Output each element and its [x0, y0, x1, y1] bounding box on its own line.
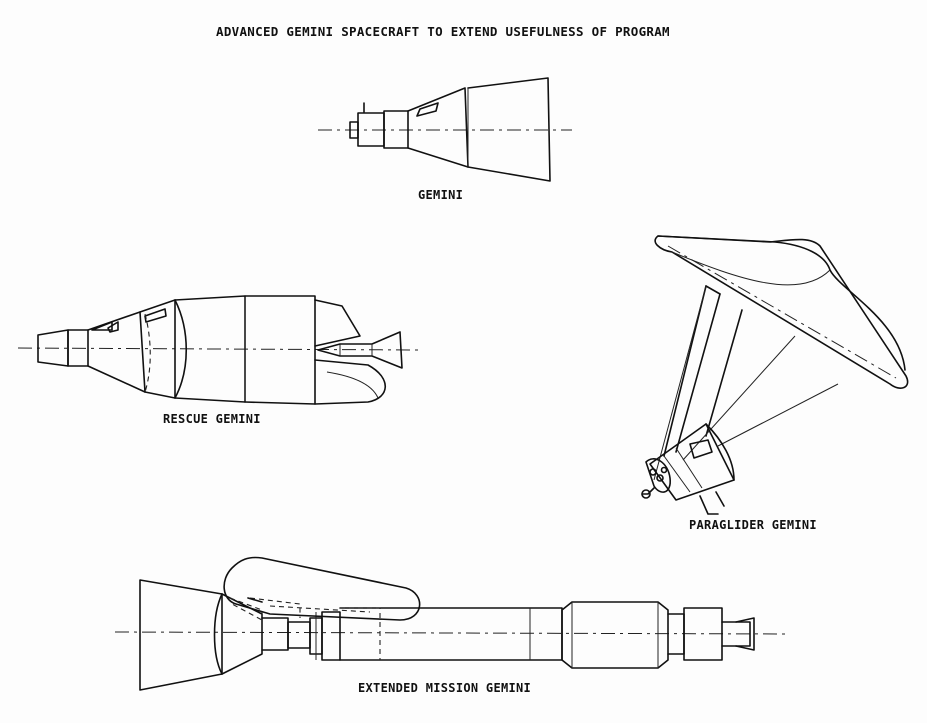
rescue-gemini-drawing: [17, 295, 421, 405]
paraglider-gemini-drawing: [641, 235, 909, 515]
rescue-gemini-label: RESCUE GEMINI: [163, 412, 261, 426]
paraglider-gemini-label: PARAGLIDER GEMINI: [689, 518, 817, 532]
gemini-label: GEMINI: [418, 188, 464, 202]
page-title: ADVANCED GEMINI SPACECRAFT TO EXTEND USE…: [216, 24, 670, 39]
extended-mission-gemini-label: EXTENDED MISSION GEMINI: [358, 681, 532, 695]
extended-mission-gemini-drawing: [114, 556, 791, 691]
gemini-drawing: [318, 77, 572, 182]
